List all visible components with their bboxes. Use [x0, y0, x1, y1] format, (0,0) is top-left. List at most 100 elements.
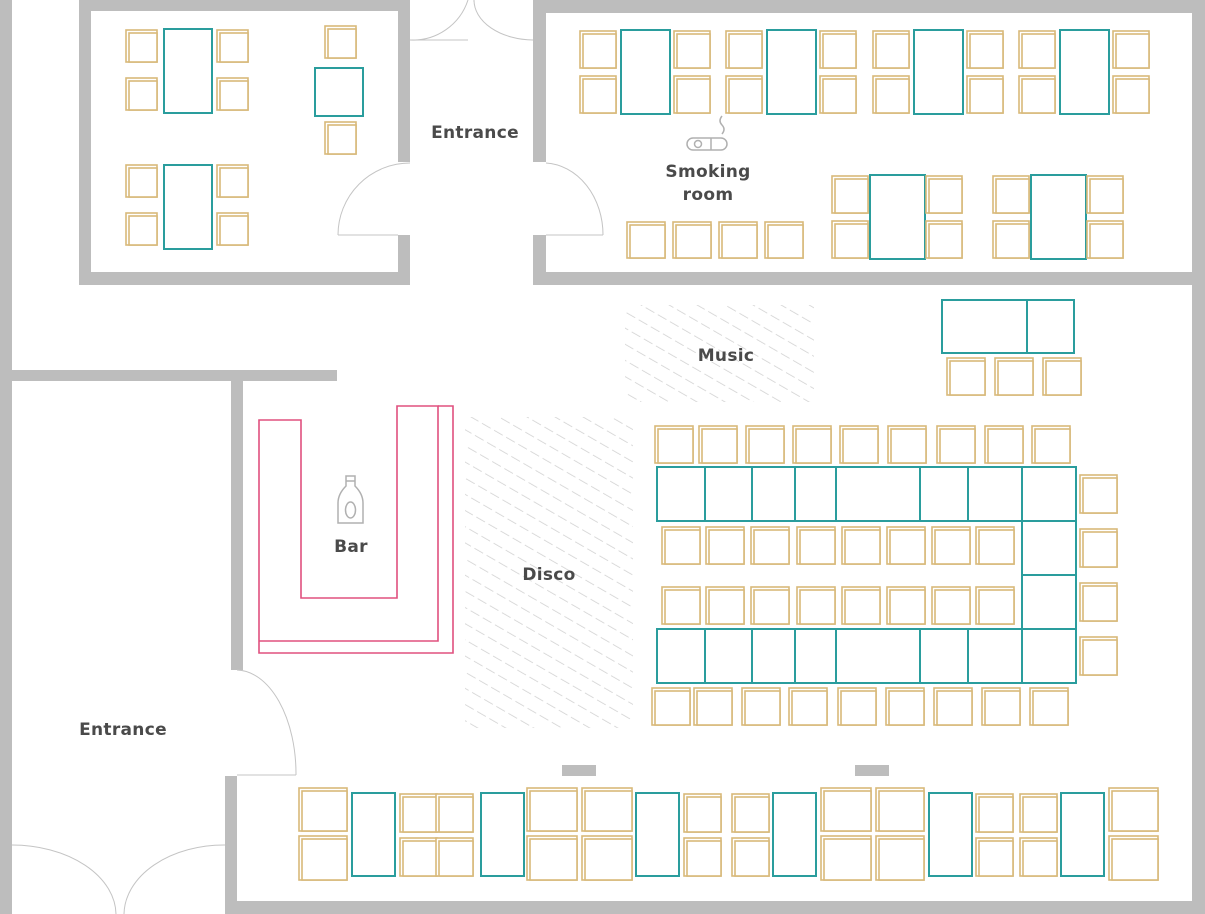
chair — [966, 30, 1004, 69]
chair — [125, 164, 158, 198]
chair — [725, 30, 763, 69]
chair — [672, 221, 712, 259]
smoking-room-label-2: room — [683, 185, 734, 205]
table — [704, 628, 753, 684]
chair — [837, 687, 877, 726]
table — [766, 29, 817, 115]
chair — [841, 526, 881, 565]
chair — [741, 687, 781, 726]
chair — [788, 687, 828, 726]
disco-label: Disco — [522, 565, 575, 585]
table — [1060, 792, 1105, 877]
chair — [931, 526, 971, 565]
table — [794, 628, 837, 684]
chair — [725, 75, 763, 114]
chair — [992, 175, 1030, 214]
chair — [820, 835, 872, 881]
chair — [324, 121, 357, 155]
chair — [216, 164, 249, 198]
chair — [1079, 474, 1118, 514]
chair — [975, 586, 1015, 625]
table — [656, 628, 706, 684]
chair — [651, 687, 691, 726]
table — [1026, 299, 1075, 354]
chair — [886, 586, 926, 625]
table — [835, 628, 921, 684]
chair — [626, 221, 666, 259]
table — [480, 792, 525, 877]
chair — [750, 586, 790, 625]
chair — [1019, 793, 1058, 833]
chair — [435, 837, 474, 877]
chair — [831, 175, 869, 214]
chair — [872, 75, 910, 114]
chair — [1086, 220, 1124, 259]
chair — [994, 357, 1034, 396]
table — [794, 466, 837, 522]
table — [967, 628, 1023, 684]
chair — [1112, 30, 1150, 69]
chair — [324, 25, 357, 59]
table — [351, 792, 396, 877]
chair — [1079, 528, 1118, 568]
chair — [298, 835, 348, 881]
chair — [796, 526, 836, 565]
table — [1030, 174, 1087, 260]
chair — [933, 687, 973, 726]
chair — [1086, 175, 1124, 214]
chair — [731, 837, 770, 877]
chair — [125, 29, 158, 63]
table — [1021, 628, 1077, 684]
chair — [887, 425, 927, 464]
chair — [661, 526, 701, 565]
chair — [399, 793, 438, 833]
chair — [1108, 835, 1159, 881]
chair — [975, 837, 1014, 877]
table — [1059, 29, 1110, 115]
tables — [163, 28, 1110, 877]
chair — [1018, 75, 1056, 114]
chair — [875, 787, 925, 832]
table — [1021, 466, 1077, 522]
table — [163, 28, 213, 114]
chair — [764, 221, 804, 259]
table — [751, 466, 796, 522]
chair — [796, 586, 836, 625]
chair — [125, 77, 158, 111]
chair — [731, 793, 770, 833]
chair — [435, 793, 474, 833]
chair — [885, 687, 925, 726]
disco-floor — [465, 417, 633, 728]
table — [913, 29, 964, 115]
table — [967, 466, 1023, 522]
chair — [399, 837, 438, 877]
chair — [1031, 425, 1071, 464]
chair — [1079, 582, 1118, 622]
chair — [718, 221, 758, 259]
chair — [875, 835, 925, 881]
cigar-icon — [686, 115, 728, 151]
chair — [125, 212, 158, 246]
chair — [216, 29, 249, 63]
chair — [1018, 30, 1056, 69]
chair — [984, 425, 1024, 464]
chair — [216, 77, 249, 111]
table — [163, 164, 213, 250]
chair — [1112, 75, 1150, 114]
chair — [750, 526, 790, 565]
chair — [831, 220, 869, 259]
music-label: Music — [698, 346, 755, 366]
chair — [966, 75, 1004, 114]
chair — [579, 30, 617, 69]
table — [1021, 520, 1077, 576]
chair — [579, 75, 617, 114]
chair — [931, 586, 971, 625]
chair — [975, 526, 1015, 565]
table — [635, 792, 680, 877]
chair — [925, 220, 963, 259]
chair — [1019, 837, 1058, 877]
chair — [975, 793, 1014, 833]
chair — [526, 787, 578, 832]
chair — [1029, 687, 1069, 726]
